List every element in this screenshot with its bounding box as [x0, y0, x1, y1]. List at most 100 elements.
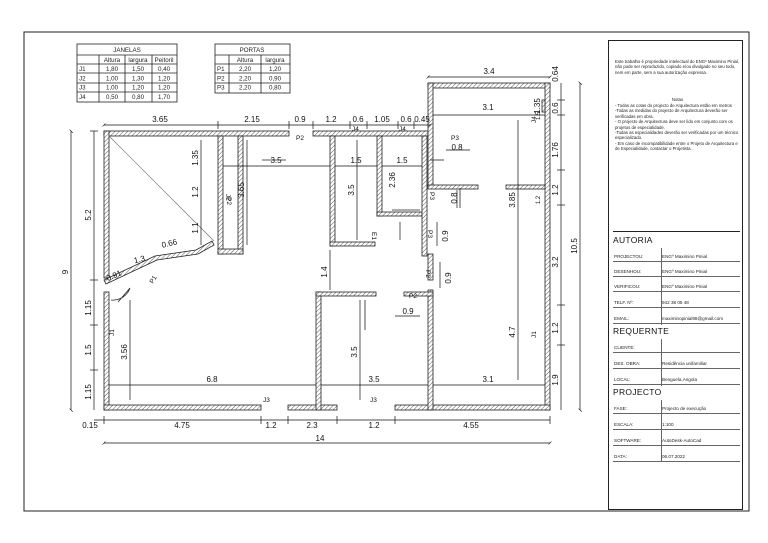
dim-top-06a: 0.6 [352, 115, 364, 124]
note-item: - Todas as cotas do projecto de Arquitec… [615, 103, 732, 108]
section-autoria: AUTORIA [613, 235, 653, 245]
dim-right-176: 1.76 [551, 142, 560, 158]
janelas-cell: J1 [79, 66, 86, 73]
projecto-row: FASE:Projecto de execução [613, 400, 740, 414]
opening-labels: P1 P2 P2 P2 P2 P3 P3 P3 J1 J1 J2 J3 J3 J… [109, 116, 538, 404]
dim-top-045: 0.45 [414, 115, 430, 124]
note-item: -Todas as medidas do projecto de Arquite… [615, 108, 728, 119]
projecto-row: DATA:06.07.2022 [613, 448, 740, 462]
field-value: maximinopinial98@gmail.com [662, 316, 724, 321]
dim-356: 3.56 [120, 344, 129, 360]
dim-31-top: 3.1 [482, 103, 494, 112]
dim-35-lower: 3.5 [350, 346, 359, 358]
janelas-cell: 1,30 [132, 75, 145, 82]
title-block: Este trabalho é propriedade intelectual … [608, 40, 743, 510]
dim-35-bottom: 3.5 [368, 375, 380, 384]
janelas-cell: J4 [79, 94, 86, 101]
label-p3-low: P3 [426, 230, 433, 238]
field-value: Benguela,Angola [662, 377, 697, 382]
autoria-row: TELF. Nº:942 38 05 48 [613, 294, 740, 308]
autoria-row: PROJECTOU:ENGº Maximino Pinial [613, 248, 740, 262]
dim-right-06: 0.6 [551, 102, 560, 114]
portas-cell: P1 [217, 66, 225, 73]
field-key: SOFTWARE: [614, 438, 642, 443]
portas-cell: 2,20 [239, 66, 252, 73]
field-value: 1:100 [662, 422, 674, 427]
dim-15a: 1.5 [350, 156, 362, 165]
dim-right-32: 3.2 [551, 256, 560, 268]
janelas-cell: 1,70 [158, 94, 171, 101]
dim-236: 2.36 [388, 172, 397, 188]
portas-cell: 2,20 [239, 75, 252, 82]
dim-inner-385: 3.85 [508, 192, 517, 208]
label-p3-mid: P3 [428, 192, 435, 200]
label-p2-top: P2 [296, 135, 304, 142]
field-value: AutoDesk-AutoCad [662, 438, 702, 443]
janelas-header-peitoril: Peitoril [155, 57, 174, 64]
dim-left-15: 1.5 [84, 344, 93, 356]
field-value: Projecto de execução [662, 406, 707, 411]
dimension-lines [71, 77, 580, 443]
dim-09-b: 0.9 [444, 272, 453, 284]
label-j1-left: J1 [109, 329, 116, 336]
field-key: DES. OBRA: [614, 361, 641, 366]
note-item: -Todas as especialidades deverão ser ver… [615, 130, 739, 141]
diagonal-wall [103, 135, 215, 285]
projecto-row: ESCALA:1:100 [613, 416, 740, 430]
label-p2-corridor: P2 [424, 270, 431, 278]
janelas-header-altura: Altura [104, 57, 121, 64]
autoria-row: EMAIL:maximinopinial98@gmail.com [613, 310, 740, 324]
projecto-row: SOFTWARE: AutoDesk-AutoCad [613, 432, 740, 446]
dim-left-9: 9 [61, 269, 70, 274]
portas-cell: P2 [217, 75, 225, 82]
dim-13-diag: 1.3 [133, 254, 147, 266]
field-value: 06.07.2022 [662, 454, 685, 459]
ownership-note: Este trabalho é propriedade intelectual … [615, 59, 740, 75]
door-p1-swing [110, 287, 131, 303]
autoria-row: VERIFICOU:ENGº Maximino Pinial [613, 278, 740, 292]
label-j4-a: J4 [352, 126, 359, 133]
sheet-border [23, 31, 750, 512]
requerente-row: CLIENTE: [613, 339, 740, 353]
janelas-cell: 0,40 [158, 66, 171, 73]
dim-08-top: 0.8 [451, 143, 463, 152]
field-value: ENGº Maximino Pinial [662, 269, 708, 274]
dim-11: 1.1 [191, 222, 200, 234]
dim-right-12a: 1.2 [551, 184, 560, 196]
dim-35-corridor: 3.5 [347, 184, 356, 196]
dim-bottom-015: 0.15 [82, 421, 98, 430]
dim-12-right: 1.2 [536, 195, 542, 204]
doors [110, 159, 461, 330]
dimension-text: 3.65 2.15 0.9 1.2 0.6 1.05 0.6 0.45 3.4 … [61, 66, 579, 443]
janelas-cell: J3 [79, 85, 86, 92]
dim-left-115b: 1.15 [84, 384, 93, 400]
dim-top-105: 1.05 [374, 115, 390, 124]
janelas-title: JANELAS [113, 47, 141, 54]
portas-cell: 1,20 [269, 66, 282, 73]
field-key: LOCAL: [614, 377, 631, 382]
dim-15b: 1.5 [396, 156, 408, 165]
janelas-cell: 1,20 [158, 85, 171, 92]
notes-list: - Todas as cotas do projecto de Arquitec… [615, 103, 740, 152]
dim-12-left: 1.2 [191, 186, 200, 198]
column-divider [661, 248, 662, 325]
dim-right-19: 1.9 [551, 374, 560, 386]
field-key: PROJECTOU: [614, 254, 644, 259]
autoria-row: DESENHOU:ENGº Maximino Pinial [613, 263, 740, 277]
janelas-cell: 0,50 [106, 94, 119, 101]
dim-right-105: 10.5 [570, 238, 579, 254]
label-j3-left: J3 [263, 397, 270, 404]
dim-08-mid: 0.8 [450, 192, 459, 204]
field-value: ENGº Maximino Pinial [662, 284, 708, 289]
note-item: - Em caso de incompatibilidade entre o P… [615, 140, 738, 152]
dim-bottom-12b: 1.2 [368, 421, 380, 430]
dim-right-064: 0.64 [551, 66, 560, 82]
dim-top-365: 3.65 [152, 115, 168, 124]
dim-top-06b: 0.6 [400, 115, 412, 124]
janelas-cell: 1,00 [106, 75, 119, 82]
field-key: CLIENTE: [614, 345, 635, 350]
janelas-cell: 1,20 [158, 75, 171, 82]
divider [613, 231, 740, 232]
